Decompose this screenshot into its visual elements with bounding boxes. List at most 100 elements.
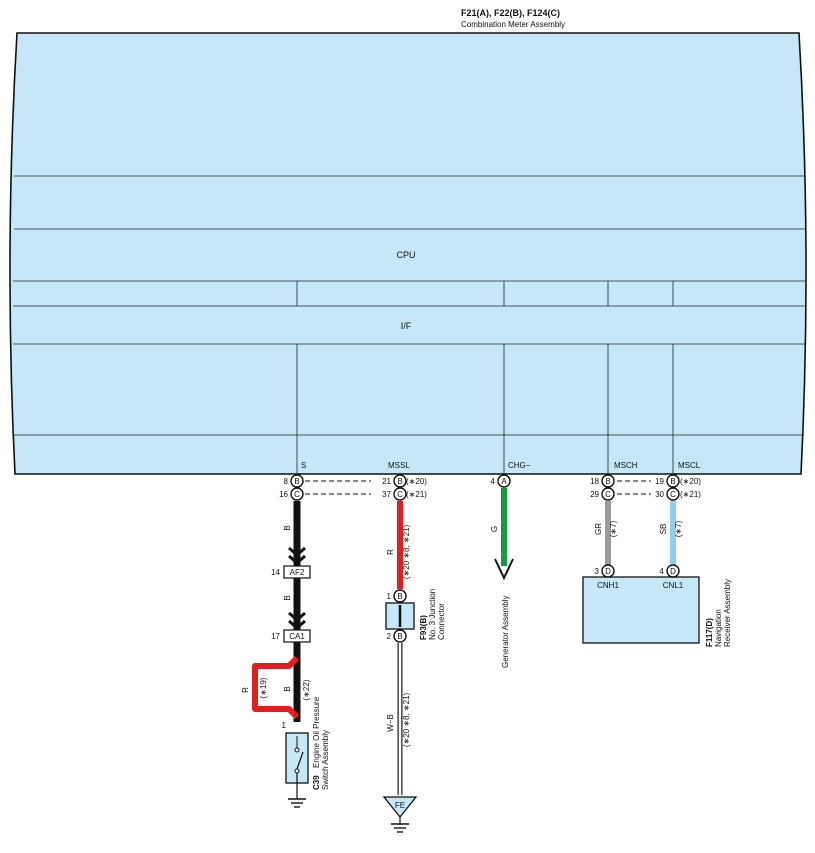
switch-name-2: Switch Assembly bbox=[321, 730, 330, 790]
wire-label-r-bypass: R bbox=[241, 687, 250, 693]
nav-terminal-cnl1: CNL1 bbox=[663, 581, 684, 590]
wire-label-b-3: B bbox=[283, 686, 292, 691]
wire-label-b-2: B bbox=[283, 595, 292, 600]
connector-af2: 14 AF2 bbox=[271, 565, 311, 579]
junction-code: F93(B) bbox=[419, 615, 428, 640]
pin-circle-s-c bbox=[290, 487, 304, 501]
note-20-mscl: (∗20) bbox=[680, 477, 701, 486]
pin-number-2-junction: 2 bbox=[387, 632, 392, 641]
pins-mscl: 19 B 30 C bbox=[655, 474, 680, 501]
pins-mssl: 21 B 37 C bbox=[382, 474, 407, 501]
pin-number-14: 14 bbox=[271, 568, 280, 577]
switch-contact-dot-1 bbox=[294, 747, 300, 753]
nav-pin-d-cnh1 bbox=[601, 564, 615, 578]
header-assembly-name: Combination Meter Assembly bbox=[461, 20, 565, 29]
meter-outline bbox=[9, 32, 807, 475]
black-wire-chevrons-1 bbox=[288, 546, 306, 565]
note-20-8-21-red: (∗20 ∗8, ∗21) bbox=[402, 524, 411, 579]
nav-pin-d-cnl1-letter: D bbox=[670, 567, 676, 576]
pin-number-30: 30 bbox=[655, 490, 664, 499]
pin-number-4-chg: 4 bbox=[491, 477, 496, 486]
pin-number-19: 19 bbox=[655, 477, 664, 486]
connector-af2-label: AF2 bbox=[290, 568, 305, 577]
pin-number-1-junction: 1 bbox=[387, 592, 392, 601]
red-wire-bypass bbox=[252, 655, 300, 720]
nav-terminal-cnh1: CNH1 bbox=[597, 581, 619, 590]
connector-af2-box bbox=[283, 565, 311, 579]
wire-label-g: G bbox=[490, 526, 499, 532]
pin-circle-chg-a bbox=[497, 474, 511, 488]
pins-s: 8 B 16 C bbox=[279, 474, 304, 501]
pin-number-18: 18 bbox=[590, 477, 599, 486]
note-19: (∗19) bbox=[259, 677, 268, 698]
pin-number-16: 16 bbox=[279, 490, 288, 499]
pin-circle-s-b bbox=[290, 474, 304, 488]
wire-label-wb: W−B bbox=[386, 714, 395, 732]
note-20-8-21-wb: (∗20 ∗8, ∗21) bbox=[402, 692, 411, 747]
wire-label-b-1: B bbox=[283, 525, 292, 530]
pin-number-21: 21 bbox=[382, 477, 391, 486]
fe-ground: FE bbox=[382, 796, 418, 833]
nav-name-1: Navigation bbox=[714, 609, 723, 647]
wire-label-sb: SB bbox=[659, 524, 668, 535]
combination-meter-block: CPU I/F S MSSL CHG− MSCH MSCL bbox=[9, 32, 807, 475]
cpu-label: CPU bbox=[396, 250, 415, 260]
pin-letter-s-c: C bbox=[294, 490, 300, 499]
note-21-mscl: (∗21) bbox=[680, 490, 701, 499]
pin-number-4-nav: 4 bbox=[660, 567, 665, 576]
nav-pin-d-cnl1 bbox=[666, 564, 680, 578]
black-wire-chevrons-2 bbox=[288, 611, 306, 630]
junction-pin-1-letter: B bbox=[397, 592, 402, 601]
green-wire-arrow bbox=[494, 558, 514, 581]
pin-letter-mscl-c: C bbox=[670, 490, 676, 499]
pins-msch: 18 B 29 C bbox=[590, 474, 615, 501]
switch-name-1: Engine Oil Pressure bbox=[312, 696, 321, 768]
note-7-sb: (∗7) bbox=[674, 520, 683, 537]
nav-pin-d-cnh1-letter: D bbox=[605, 567, 611, 576]
connector-ca1-label: CA1 bbox=[289, 632, 305, 641]
fe-label: FE bbox=[395, 801, 405, 810]
pin-letter-msch-c: C bbox=[605, 490, 611, 499]
terminal-mscl: MSCL bbox=[678, 461, 701, 470]
nav-body bbox=[582, 576, 700, 644]
pin-number-3-nav: 3 bbox=[595, 567, 600, 576]
pin-letter-s-b: B bbox=[294, 477, 299, 486]
note-20-mssl: (∗20) bbox=[406, 477, 427, 486]
pin-number-1-switch: 1 bbox=[282, 721, 287, 730]
navigation-receiver: 3 D 4 D CNH1 CNL1 F117(D) Navigation Rec… bbox=[582, 564, 732, 647]
black-wire-s bbox=[288, 501, 306, 722]
switch-code: C39 bbox=[312, 775, 321, 790]
ground-icon bbox=[288, 798, 306, 808]
switch-blade bbox=[296, 751, 304, 770]
pin-number-8: 8 bbox=[284, 477, 289, 486]
connector-ca1-box bbox=[283, 629, 311, 643]
green-wire-chg bbox=[494, 488, 514, 581]
junction-connector: 1 B 2 B F93(B) No. 3 Junction Connector bbox=[385, 589, 446, 643]
fe-triangle bbox=[382, 796, 418, 819]
pin-letter-chg-a: A bbox=[501, 477, 507, 486]
if-label: I/F bbox=[401, 321, 412, 331]
pin-circle-mssl-c bbox=[393, 487, 407, 501]
pin-letter-mssl-b: B bbox=[397, 477, 402, 486]
connector-ca1: 17 CA1 bbox=[271, 629, 311, 643]
junction-pin-1 bbox=[393, 589, 407, 603]
nav-name-2: Receiver Assembly bbox=[723, 579, 732, 647]
pin-number-17: 17 bbox=[271, 632, 280, 641]
terminal-msch: MSCH bbox=[614, 461, 638, 470]
switch-contact-dot-2 bbox=[294, 768, 300, 774]
pins-chg: 4 A bbox=[491, 474, 511, 488]
junction-pin-2 bbox=[393, 629, 407, 643]
pin-circle-msch-c bbox=[601, 487, 615, 501]
header-connector-codes: F21(A), F22(B), F124(C) bbox=[461, 8, 560, 18]
pin-letter-mscl-b: B bbox=[670, 477, 675, 486]
pin-circle-mssl-b bbox=[393, 474, 407, 488]
pin-number-29: 29 bbox=[590, 490, 599, 499]
terminal-s: S bbox=[301, 461, 306, 470]
pin-letter-mssl-c: C bbox=[397, 490, 403, 499]
pin-number-37: 37 bbox=[382, 490, 391, 499]
junction-name-1: No. 3 Junction bbox=[428, 589, 437, 640]
generator-label: Generator Assembly bbox=[501, 596, 510, 668]
ground-icon bbox=[391, 823, 409, 833]
oil-pressure-switch: 1 C39 Engine Oil Pressure Switch Assembl… bbox=[282, 696, 330, 808]
